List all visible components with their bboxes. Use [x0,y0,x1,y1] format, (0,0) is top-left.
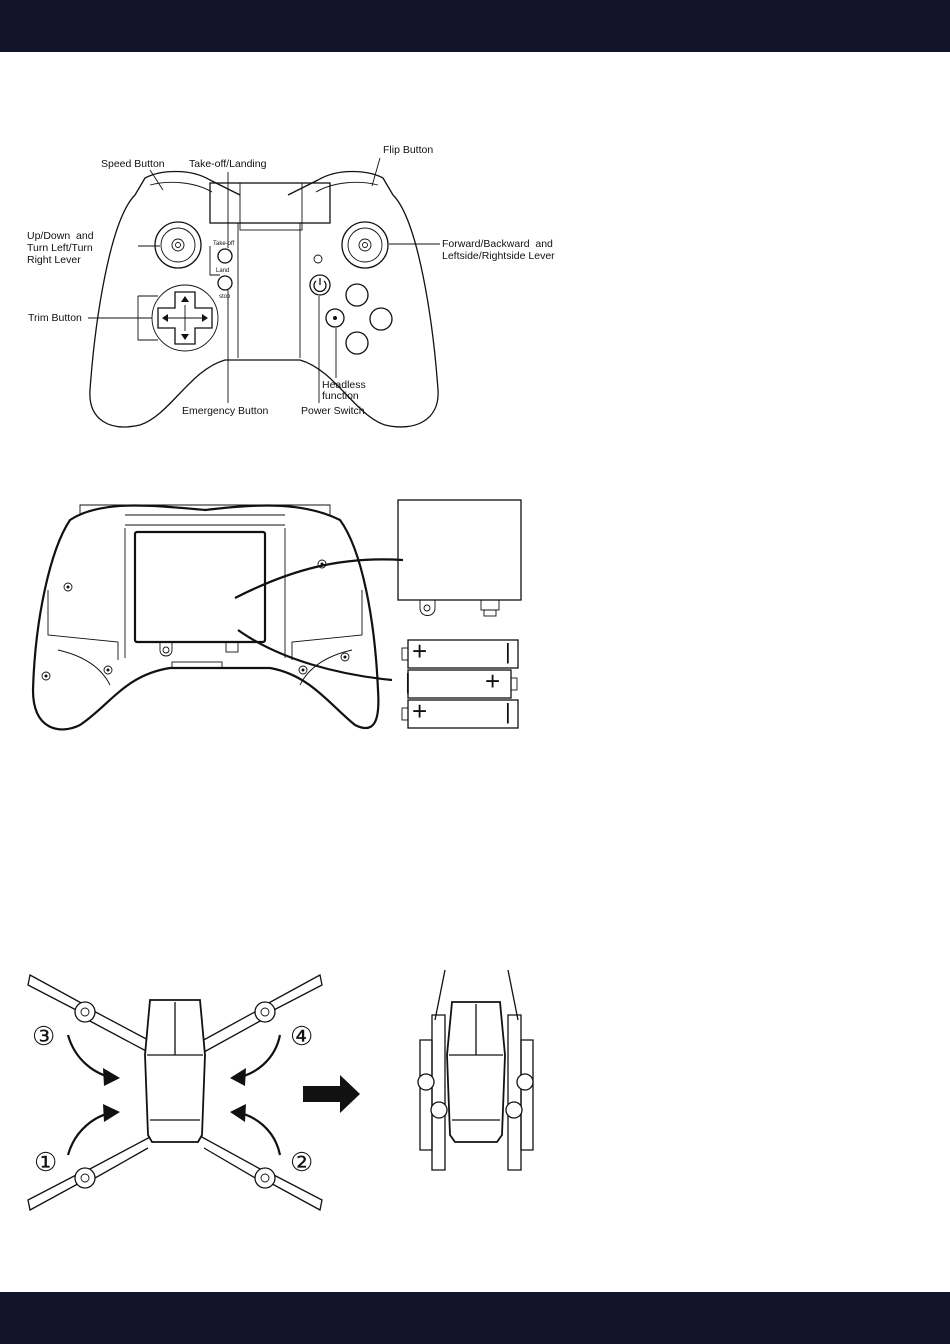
emergency-button-label: Emergency Button [182,405,268,417]
controller-back-drawing [0,490,950,740]
controller-front-drawing [0,0,950,440]
fold-step-1: ① [34,1148,57,1176]
stop-button-text: stop [219,294,230,301]
takeoff-landing-label: Take-off/Landing [189,158,266,170]
takeoff-button-text: Take-off [213,241,234,248]
speed-button-label: Speed Button [101,158,165,170]
land-button-text: Land [216,268,229,275]
right-lever-label: Forward/Backward and Leftside/Rightside … [442,238,555,262]
controller-back-figure: + | | + + | [0,490,950,740]
flip-button-label: Flip Button [383,144,433,156]
left-lever-label: Up/Down and Turn Left/Turn Right Lever [27,230,94,266]
power-switch-label: Power Switch [301,405,365,417]
battery-3-plus: + [412,696,427,726]
footer-bar [0,1292,950,1344]
fold-step-4: ④ [290,1022,313,1050]
headless-function-label: Headless function [322,380,366,402]
drone-folding-figure: ③ ④ ① ② [0,960,950,1230]
battery-1-minus: | [505,639,511,665]
battery-2-plus: + [485,666,500,696]
battery-1-plus: + [412,636,427,666]
battery-2-minus: | [405,669,411,695]
drone-folding-drawing [0,960,950,1230]
fold-step-2: ② [290,1148,313,1176]
battery-3-minus: | [505,699,511,725]
trim-button-label: Trim Button [28,312,82,324]
fold-step-3: ③ [32,1022,55,1050]
controller-front-figure: Speed Button Take-off/Landing Flip Butto… [0,0,950,440]
